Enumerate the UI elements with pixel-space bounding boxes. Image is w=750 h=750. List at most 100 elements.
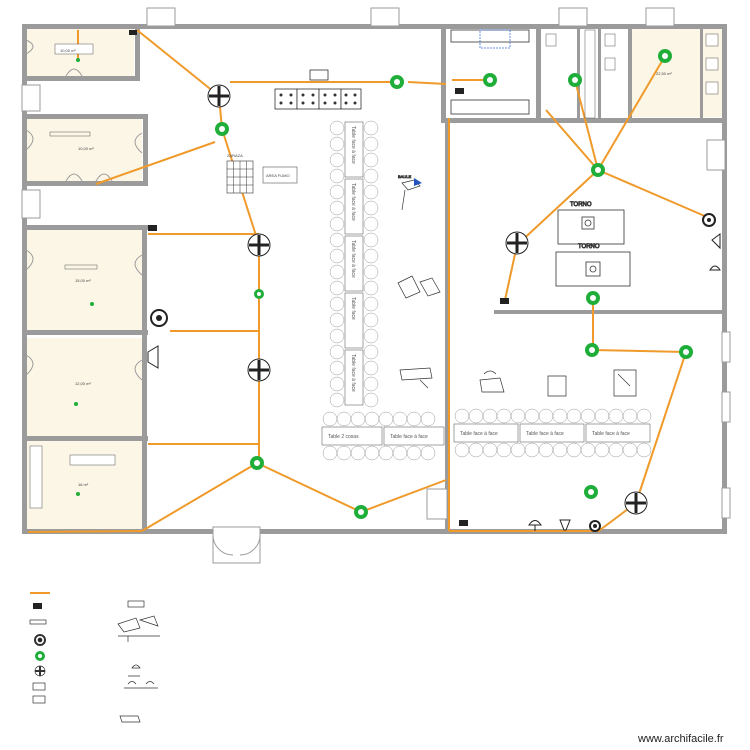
cable-2 <box>136 29 220 97</box>
door-swing-3 <box>65 68 83 77</box>
wc-fixture <box>705 33 719 47</box>
chair <box>594 442 610 458</box>
wall-room-c-right <box>142 225 147 335</box>
window-right-1 <box>706 139 726 171</box>
room-f-area: 22,50 m² <box>656 71 672 76</box>
chair <box>594 408 610 424</box>
wifi-node-icon <box>679 345 693 359</box>
lamp-icon <box>709 265 721 271</box>
legend-table-icon <box>118 635 160 642</box>
cable-14 <box>141 462 258 532</box>
chair <box>329 360 345 376</box>
chair <box>622 408 638 424</box>
room-b-area: 10,00 m² <box>78 146 94 151</box>
horn-speaker-icon <box>711 233 721 250</box>
wall-room-c-bottom <box>22 330 148 335</box>
room-furniture <box>29 29 719 509</box>
table-vertical <box>344 178 364 235</box>
chair <box>363 392 379 408</box>
wifi-node-icon <box>215 122 229 136</box>
room-b-fill <box>26 119 142 181</box>
legend-box-icon <box>32 695 46 704</box>
torno-spindle-2 <box>589 265 597 273</box>
cabinet <box>584 29 596 119</box>
table-horizontal <box>519 423 585 443</box>
wall-wc-c <box>628 24 632 120</box>
chair <box>329 344 345 360</box>
room-e-area: 16 m² <box>78 482 89 487</box>
legend-tool-icon <box>119 715 141 723</box>
legend-desk-icon <box>127 600 145 608</box>
legend-camera-icon <box>33 603 42 609</box>
cable-22 <box>597 169 708 218</box>
chair <box>468 442 484 458</box>
window-left-1 <box>21 84 41 112</box>
chair <box>363 360 379 376</box>
wifi-node-icon <box>584 485 598 499</box>
torno-label-2: TORNO <box>578 244 600 250</box>
equipment-sketches: BAULE <box>397 174 637 397</box>
cable-27 <box>635 351 687 504</box>
main-door <box>212 526 261 564</box>
window-right-3 <box>721 391 731 423</box>
speaker-icon <box>150 309 168 327</box>
wifi-node-icon <box>390 75 404 89</box>
wall-wc-d <box>700 24 703 120</box>
area-fumo-label: AREA FUMO <box>266 173 290 178</box>
stove-unit <box>318 88 342 110</box>
table-horizontal <box>383 426 445 446</box>
wall-room-a-right <box>135 24 140 81</box>
desk <box>69 454 116 466</box>
wall-bottom <box>22 529 727 534</box>
fan-icon <box>247 358 271 382</box>
chair <box>329 184 345 200</box>
fan-icon <box>207 84 231 108</box>
chairs-sketch <box>397 275 441 299</box>
window-top-4 <box>645 7 675 27</box>
camera-icon <box>459 520 468 526</box>
camera-icon <box>129 30 137 35</box>
window-top-2 <box>370 7 400 27</box>
cable-21 <box>597 55 666 171</box>
chair <box>350 445 366 461</box>
table-horizontal <box>321 426 383 446</box>
chair <box>364 445 380 461</box>
network-nodes <box>74 49 693 519</box>
chair <box>329 376 345 392</box>
chair <box>363 328 379 344</box>
devices <box>129 30 721 532</box>
chair <box>364 411 380 427</box>
legend-chairs-icon <box>117 615 159 633</box>
chair <box>482 408 498 424</box>
chair <box>378 411 394 427</box>
chair <box>636 408 652 424</box>
horn-speaker-icon <box>147 345 159 369</box>
stove-unit <box>274 88 298 110</box>
chair <box>363 248 379 264</box>
wall-kitchen-right <box>536 24 541 120</box>
chair <box>566 442 582 458</box>
chair <box>524 408 540 424</box>
table-label: Table face à face <box>350 183 356 221</box>
desk <box>64 264 98 270</box>
tool-sketch <box>399 367 433 389</box>
wall-right <box>722 24 727 534</box>
chair <box>482 442 498 458</box>
table-label: Table face à face <box>592 431 630 437</box>
wall-room-a-bottom <box>22 76 140 81</box>
chair <box>363 168 379 184</box>
door-swing-4 <box>25 249 143 381</box>
ceiling-fans <box>207 84 648 515</box>
cable-23 <box>516 169 599 246</box>
table-label: Table face à face <box>350 354 356 392</box>
torno-spindle-1 <box>584 219 592 227</box>
chair <box>538 408 554 424</box>
wall-room-b-bottom <box>22 181 148 186</box>
camera-icon <box>148 225 157 231</box>
door-swing-5 <box>25 39 143 154</box>
wall-torno-bottom <box>494 310 727 314</box>
side-door <box>426 488 448 520</box>
chair <box>468 408 484 424</box>
